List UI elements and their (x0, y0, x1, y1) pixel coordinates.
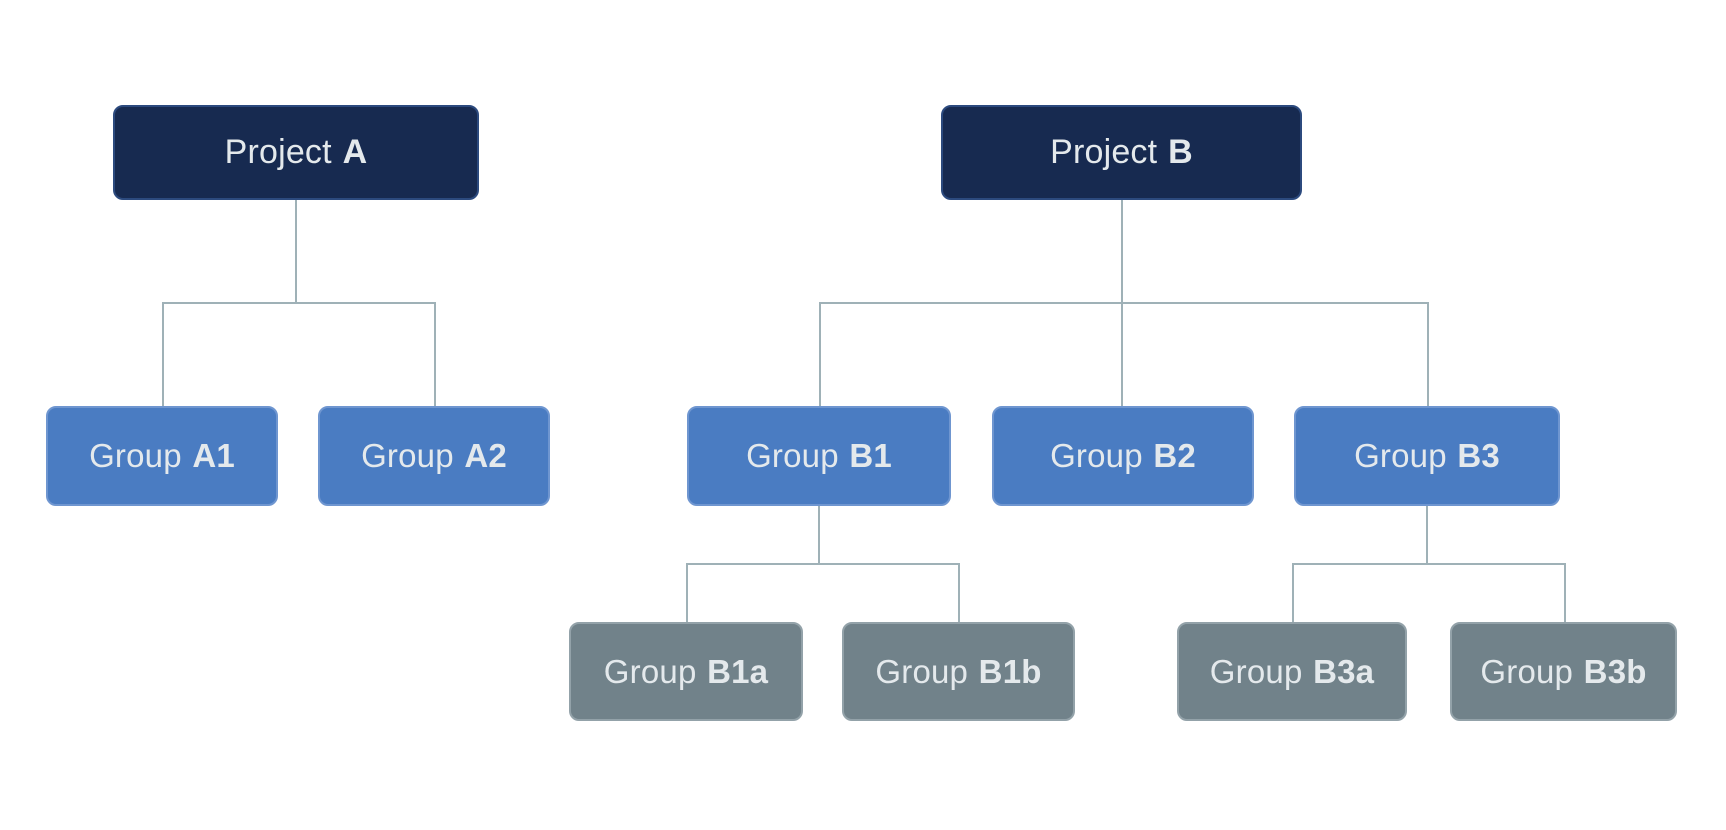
connector-group-a2-drop (434, 302, 436, 406)
connector-group-b1a-drop (686, 563, 688, 622)
connector-group-a1-drop (162, 302, 164, 406)
connector-group-b1-bar (686, 563, 960, 565)
connector-group-b1-stem (818, 506, 820, 565)
node-project-a: Project A (113, 105, 479, 200)
connector-group-b1-drop (819, 302, 821, 406)
connector-project-b-bar (819, 302, 1429, 304)
node-label-bold: A1 (192, 437, 235, 474)
node-group-b3b: Group B3b (1450, 622, 1677, 721)
node-label: Group (746, 437, 839, 474)
node-group-a1: Group A1 (46, 406, 278, 506)
node-label-bold: B1a (707, 652, 769, 690)
connector-group-b3a-drop (1292, 563, 1294, 622)
node-group-b1: Group B1 (687, 406, 951, 506)
node-label-bold: B3a (1313, 652, 1375, 690)
node-label: Group (603, 652, 697, 690)
node-label: Group (1354, 437, 1447, 474)
node-label-bold: B3 (1457, 437, 1500, 474)
node-label-bold: A (342, 133, 368, 171)
node-group-b1b: Group B1b (842, 622, 1075, 721)
connector-group-b3-drop (1427, 302, 1429, 406)
node-label: Project (224, 133, 332, 171)
node-label-bold: A2 (464, 437, 507, 474)
connector-project-a-stem (295, 200, 297, 304)
connector-group-b3b-drop (1564, 563, 1566, 622)
node-label: Group (1209, 652, 1303, 690)
node-label-bold: B (1168, 133, 1193, 171)
node-label-bold: B1 (849, 437, 892, 474)
node-label-bold: B3b (1583, 652, 1647, 690)
connector-group-b3-bar (1292, 563, 1566, 565)
node-label: Group (1050, 437, 1143, 474)
connector-group-b3-stem (1426, 506, 1428, 565)
node-label: Group (875, 652, 969, 690)
node-label: Group (1480, 652, 1574, 690)
node-group-b2: Group B2 (992, 406, 1254, 506)
node-group-b1a: Group B1a (569, 622, 803, 721)
node-label: Group (89, 437, 182, 474)
node-label: Group (361, 437, 454, 474)
connector-project-a-bar (162, 302, 436, 304)
node-label: Project (1050, 133, 1158, 171)
node-group-a2: Group A2 (318, 406, 550, 506)
node-label-bold: B1b (978, 652, 1042, 690)
node-group-b3a: Group B3a (1177, 622, 1407, 721)
node-group-b3: Group B3 (1294, 406, 1560, 506)
node-project-b: Project B (941, 105, 1302, 200)
connector-group-b1b-drop (958, 563, 960, 622)
node-label-bold: B2 (1153, 437, 1196, 474)
